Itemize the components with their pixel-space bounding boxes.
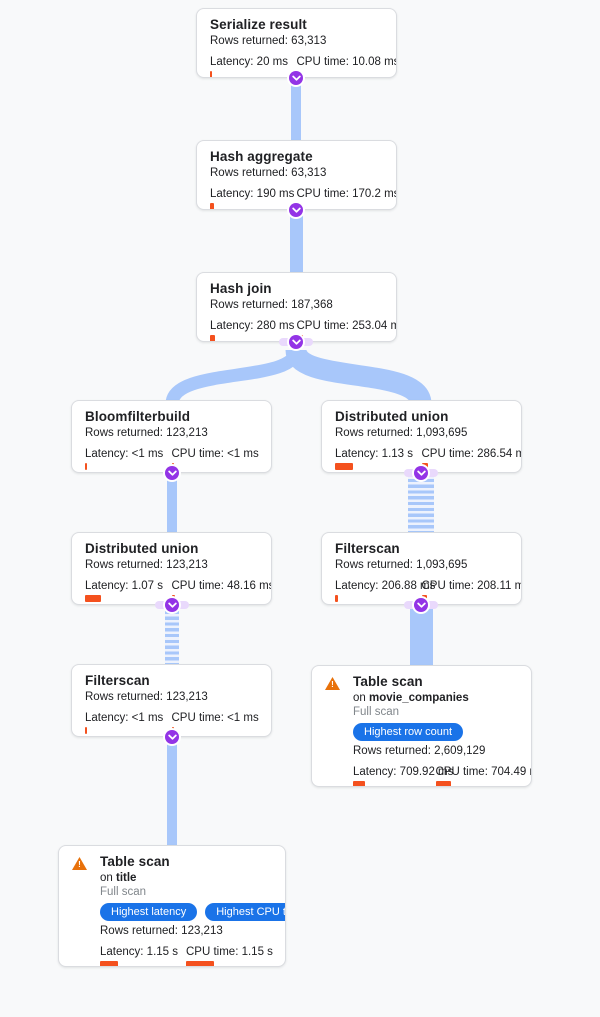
cpu-time-text: CPU time: 10.08 ms (296, 56, 397, 68)
chevron-down-icon (167, 602, 177, 608)
latency-text: Latency: <1 ms (85, 448, 164, 460)
edge-distributed-union-to-filterscan-right (408, 473, 434, 532)
latency-text: Latency: 1.13 s (335, 448, 413, 460)
latency-text: Latency: <1 ms (85, 712, 164, 724)
latency-text: Latency: 1.07 s (85, 580, 163, 592)
plan-node-hash-aggregate[interactable]: Hash aggregate Rows returned: 63,313 Lat… (196, 140, 397, 210)
latency-text: Latency: 206.88 ms (335, 580, 436, 592)
node-title: Hash join (210, 281, 272, 296)
cpu-time-text: CPU time: 48.16 ms (171, 580, 272, 592)
scan-target: on title (100, 872, 137, 884)
rows-returned-text: Rows returned: 123,213 (85, 559, 208, 571)
scan-type: Full scan (353, 706, 400, 718)
plan-node-table-scan-title[interactable]: ! Table scan on title Full scan Highest … (58, 845, 286, 967)
chevron-down-icon (291, 207, 301, 213)
node-title: Distributed union (335, 409, 449, 424)
edge-serialize-to-hash-aggregate (291, 78, 301, 140)
cpu-time-text: CPU time: 208.11 ms (421, 580, 522, 592)
cpu-time-text: CPU time: 1.15 s (186, 946, 273, 958)
collapse-connector-hash-join[interactable] (289, 335, 303, 349)
latency-bar (85, 595, 101, 602)
node-title: Serialize result (210, 17, 307, 32)
chevron-down-icon (167, 470, 177, 476)
cpu-time-text: CPU time: <1 ms (171, 448, 259, 460)
rows-returned-text: Rows returned: 123,213 (85, 691, 208, 703)
latency-text: Latency: 190 ms (210, 188, 295, 200)
collapse-connector-filterscan-left[interactable] (165, 730, 179, 744)
latency-text: Latency: 280 ms (210, 320, 295, 332)
latency-bar (353, 781, 365, 786)
latency-bar (100, 961, 118, 966)
cpu-time-bar (186, 961, 214, 966)
collapse-connector-distributed-union-left[interactable] (165, 598, 179, 612)
cpu-time-text: CPU time: 286.54 ms (421, 448, 522, 460)
cpu-time-text: CPU time: 704.49 ms (435, 766, 532, 778)
plan-node-serialize-result[interactable]: Serialize result Rows returned: 63,313 L… (196, 8, 397, 78)
rows-returned-text: Rows returned: 63,313 (210, 167, 327, 179)
scan-type: Full scan (100, 886, 147, 898)
node-title: Table scan (353, 674, 423, 689)
chevron-down-icon (416, 470, 426, 476)
edge-hash-join-to-bloomfilterbuild (165, 348, 303, 406)
rows-returned-text: Rows returned: 187,368 (210, 299, 333, 311)
node-title: Distributed union (85, 541, 199, 556)
edge-filterscan-to-table-scan-right (410, 605, 433, 665)
latency-bar (210, 71, 212, 77)
chevron-down-icon (167, 734, 177, 740)
rows-returned-text: Rows returned: 63,313 (210, 35, 327, 47)
rows-returned-text: Rows returned: 123,213 (85, 427, 208, 439)
chevron-down-icon (416, 602, 426, 608)
latency-bar (335, 595, 338, 602)
plan-node-filterscan-left[interactable]: Filterscan Rows returned: 123,213 Latenc… (71, 664, 272, 737)
edge-hash-aggregate-to-hash-join (290, 210, 303, 272)
highest-row-count-badge: Highest row count (353, 723, 464, 741)
plan-node-filterscan-right[interactable]: Filterscan Rows returned: 1,093,695 Late… (321, 532, 522, 605)
cpu-time-text: CPU time: 170.2 ms (296, 188, 397, 200)
cpu-time-bar (435, 781, 451, 786)
rows-returned-text: Rows returned: 1,093,695 (335, 559, 468, 571)
latency-text: Latency: 20 ms (210, 56, 288, 68)
plan-node-table-scan-movie-companies[interactable]: ! Table scan on movie_companies Full sca… (311, 665, 532, 787)
edge-hash-join-to-distributed-union (285, 347, 432, 407)
table-name: title (116, 872, 137, 884)
chevron-down-icon (291, 339, 301, 345)
latency-bar (210, 203, 214, 209)
latency-text: Latency: 709.92 ms (353, 766, 454, 778)
collapse-connector-serialize-result[interactable] (289, 71, 303, 85)
highest-latency-badge: Highest latency (100, 903, 198, 921)
plan-node-distributed-union-right[interactable]: Distributed union Rows returned: 1,093,6… (321, 400, 522, 473)
latency-text: Latency: 1.15 s (100, 946, 178, 958)
rows-returned-text: Rows returned: 2,609,129 (353, 745, 486, 757)
warning-icon: ! (325, 677, 340, 690)
plan-node-bloomfilterbuild[interactable]: Bloomfilterbuild Rows returned: 123,213 … (71, 400, 272, 473)
node-title: Table scan (100, 854, 170, 869)
plan-node-hash-join[interactable]: Hash join Rows returned: 187,368 Latency… (196, 272, 397, 342)
latency-bar (335, 463, 353, 470)
node-title: Filterscan (85, 673, 150, 688)
latency-bar (210, 335, 215, 341)
cpu-time-text: CPU time: <1 ms (171, 712, 259, 724)
edge-distributed-union-to-filterscan-left (165, 605, 179, 664)
chevron-down-icon (291, 75, 301, 81)
cpu-time-text: CPU time: 253.04 ms (296, 320, 397, 332)
highest-cpu-time-badge: Highest CPU time (205, 903, 285, 921)
latency-bar (85, 463, 87, 470)
rows-returned-text: Rows returned: 1,093,695 (335, 427, 468, 439)
node-title: Bloomfilterbuild (85, 409, 191, 424)
table-name: movie_companies (369, 692, 469, 704)
rows-returned-text: Rows returned: 123,213 (100, 925, 223, 937)
collapse-connector-distributed-union-right[interactable] (414, 466, 428, 480)
edge-filterscan-to-table-scan-left (167, 737, 177, 845)
collapse-connector-hash-aggregate[interactable] (289, 203, 303, 217)
node-title: Filterscan (335, 541, 400, 556)
edge-bloomfilterbuild-to-distributed-union (167, 473, 177, 532)
node-title: Hash aggregate (210, 149, 313, 164)
plan-node-distributed-union-left[interactable]: Distributed union Rows returned: 123,213… (71, 532, 272, 605)
scan-target: on movie_companies (353, 692, 469, 704)
warning-icon: ! (72, 857, 87, 870)
latency-bar (85, 727, 87, 734)
collapse-connector-bloomfilterbuild[interactable] (165, 466, 179, 480)
collapse-connector-filterscan-right[interactable] (414, 598, 428, 612)
